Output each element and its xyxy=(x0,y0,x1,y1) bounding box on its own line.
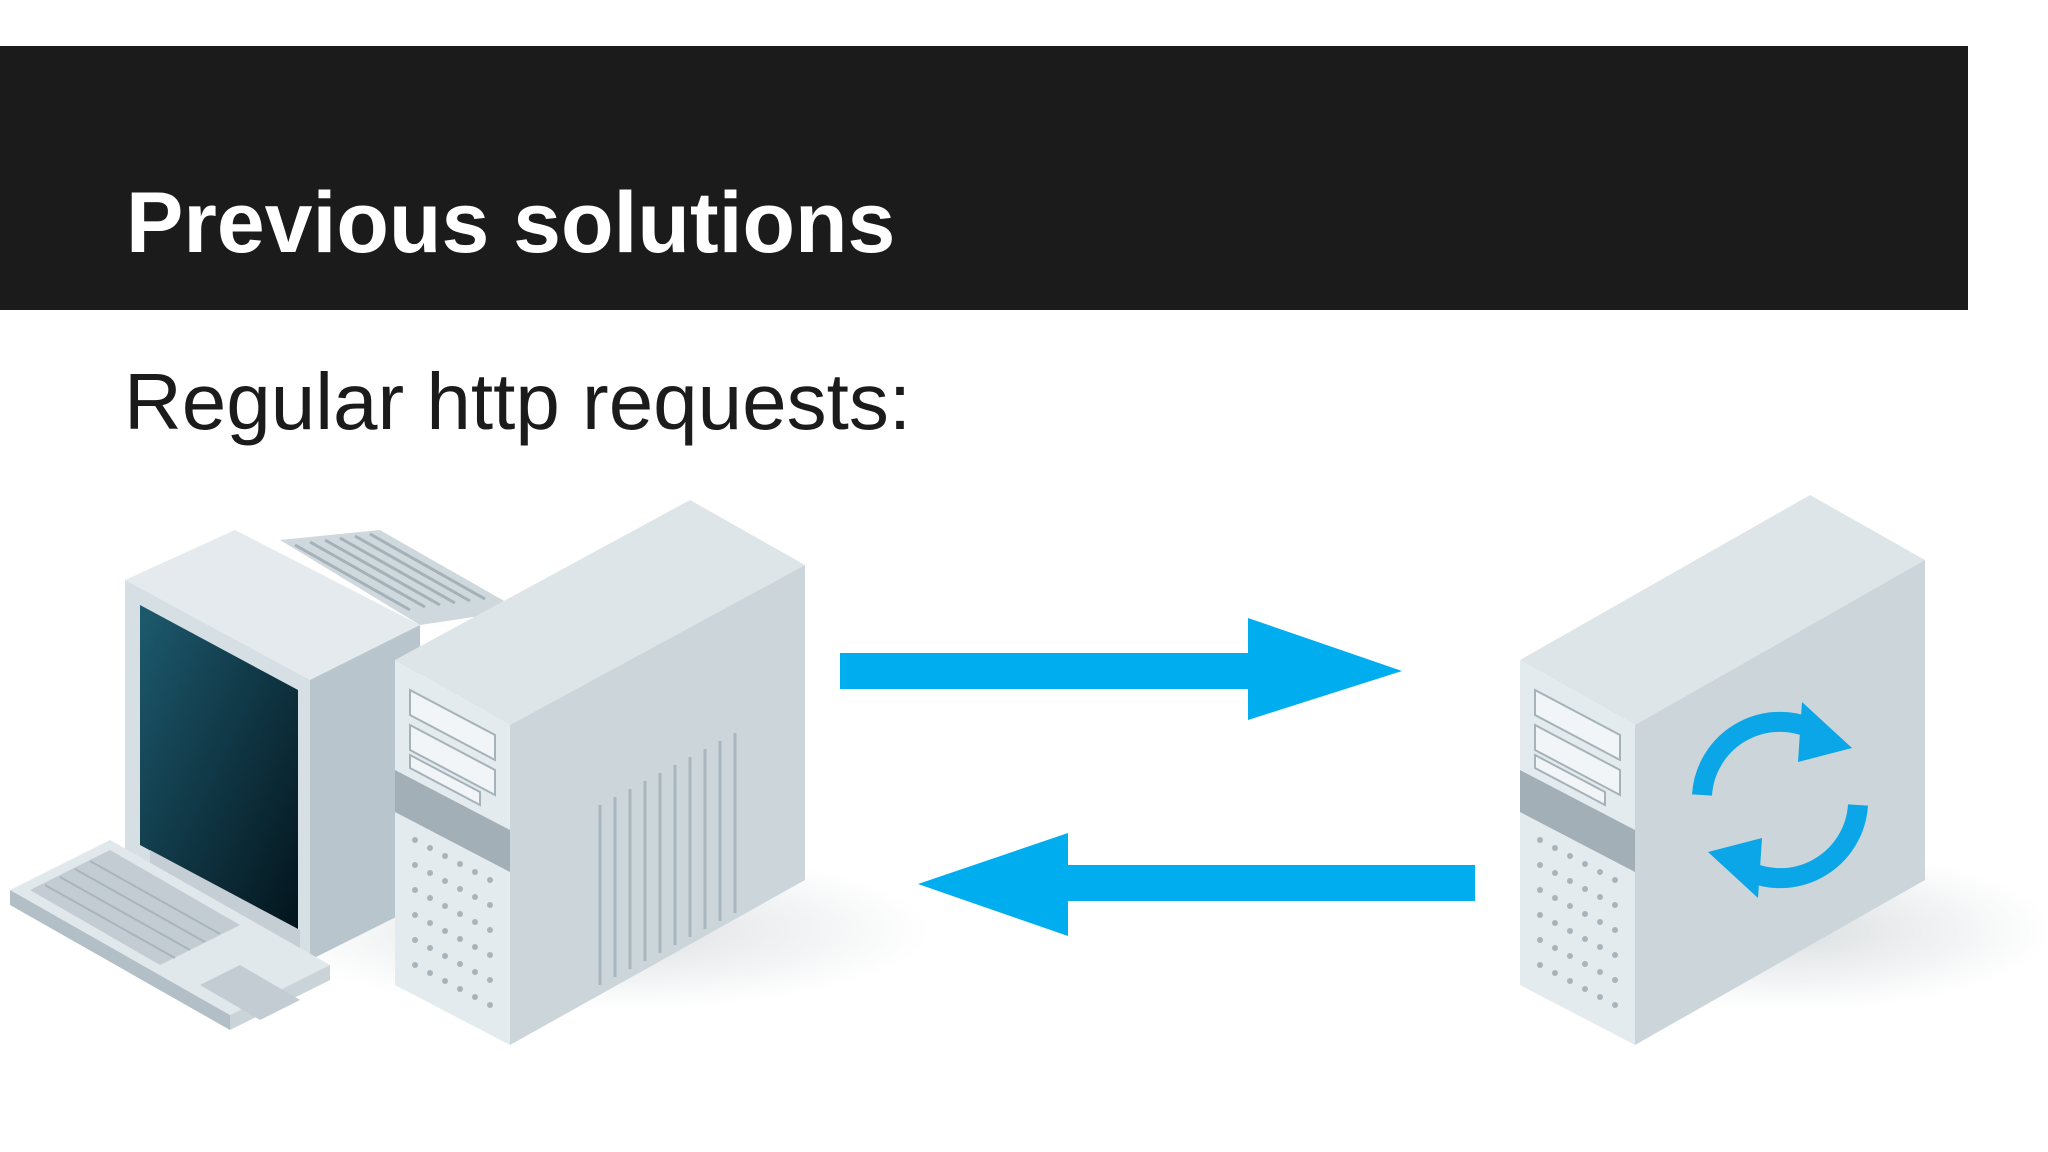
desktop-computer-icon xyxy=(10,500,930,1045)
slide-title: Previous solutions xyxy=(126,175,896,271)
arrow-right-icon xyxy=(840,618,1402,720)
sync-icon xyxy=(1692,702,1868,898)
arrow-left-icon xyxy=(918,833,1475,936)
slide-subtitle: Regular http requests: xyxy=(124,357,912,446)
title-bar xyxy=(0,46,1968,310)
server-tower-icon xyxy=(1520,495,2048,1045)
